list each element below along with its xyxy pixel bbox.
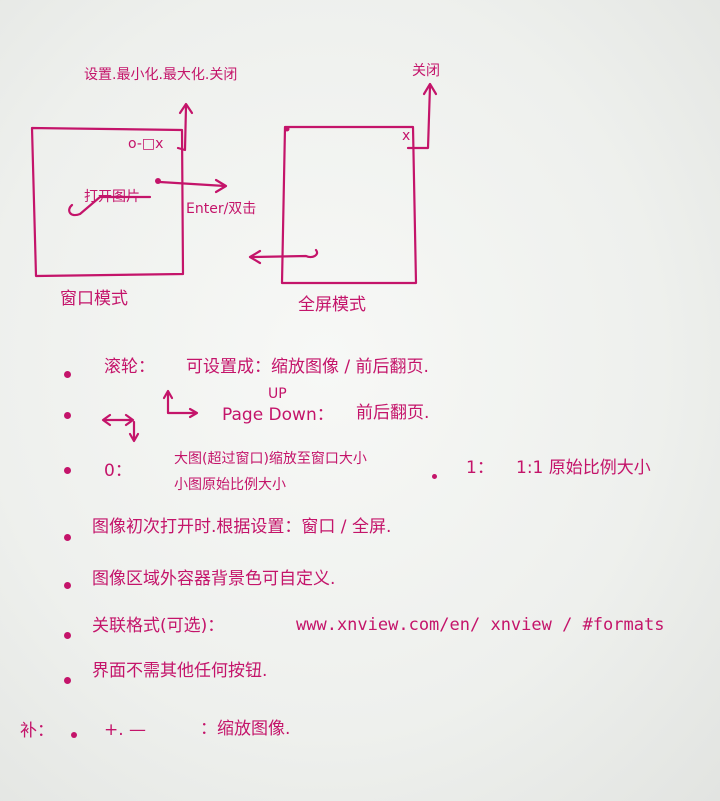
- window-mode-caption: 窗口模式: [60, 289, 128, 309]
- bullet-dot: [64, 467, 71, 474]
- note-background-color: 图像区域外容器背景色可自定义.: [92, 569, 336, 589]
- note-zero-line1: 大图(超过窗口)缩放至窗口大小: [174, 451, 367, 467]
- fullscreen-exit-arrow: [250, 248, 319, 259]
- supplement-text: ：缩放图像.: [200, 719, 291, 739]
- note-one-text: 1:1 原始比例大小: [516, 458, 651, 478]
- note-formats-label: 关联格式(可选)：: [92, 616, 225, 636]
- open-image-curl: [68, 195, 152, 217]
- enter-doubleclick-label: Enter/双击: [186, 201, 257, 217]
- note-no-buttons: 界面不需其他任何按钮.: [92, 661, 268, 681]
- bullet-dot: [64, 534, 71, 541]
- window-controls-arrow: [176, 104, 188, 152]
- note-formats-url: www.xnview.com/en/ xnview / #formats: [296, 615, 665, 635]
- note-initial-open: 图像初次打开时.根据设置：窗口 / 全屏.: [92, 517, 392, 537]
- window-controls-glyphs: o-□x: [128, 136, 164, 152]
- note-zero-line2: 小图原始比例大小: [174, 477, 286, 493]
- supplement-label: 补：: [20, 721, 54, 741]
- note-pagedown-text: 前后翻页.: [356, 403, 430, 423]
- fullscreen-mode-frame: [280, 125, 418, 285]
- note-wheel-text: 可设置成：缩放图像 / 前后翻页.: [186, 357, 429, 377]
- fullscreen-close-label: 关闭: [412, 63, 440, 79]
- supplement-bullet-dot: [71, 732, 77, 738]
- enter-arrowhead: [214, 178, 228, 194]
- bullet-dot: [64, 582, 71, 589]
- window-controls-arrowhead: [178, 102, 194, 115]
- bullet-dot: [64, 371, 71, 378]
- open-image-label: 打开图片: [84, 189, 140, 205]
- bullet-dot: [64, 412, 71, 419]
- note-zero-key: 0：: [104, 461, 132, 481]
- fullscreen-close-glyph: x: [402, 128, 411, 144]
- supplement-keys: +. —: [104, 720, 147, 740]
- enter-arrow: [158, 180, 227, 188]
- note-pagedown-label: Page Down：: [222, 405, 334, 425]
- note-up-label: UP: [268, 386, 287, 402]
- fullscreen-exit-arrowhead: [248, 249, 262, 265]
- fullscreen-close-arrowhead: [422, 82, 438, 96]
- arrow-key-up-right: [166, 390, 198, 415]
- window-mode-frame: [30, 126, 185, 278]
- fullscreen-mode-caption: 全屏模式: [298, 295, 366, 315]
- window-controls-label: 设置.最小化.最大化.关闭: [84, 67, 238, 83]
- bullet-dot: [64, 632, 71, 639]
- bullet-dot: [432, 474, 437, 479]
- fullscreen-close-arrow: [406, 84, 432, 150]
- note-wheel-key: 滚轮：: [104, 357, 155, 377]
- note-one-key: 1：: [466, 458, 494, 478]
- bullet-dot: [64, 677, 71, 684]
- fullscreen-corner-dot: [284, 126, 290, 132]
